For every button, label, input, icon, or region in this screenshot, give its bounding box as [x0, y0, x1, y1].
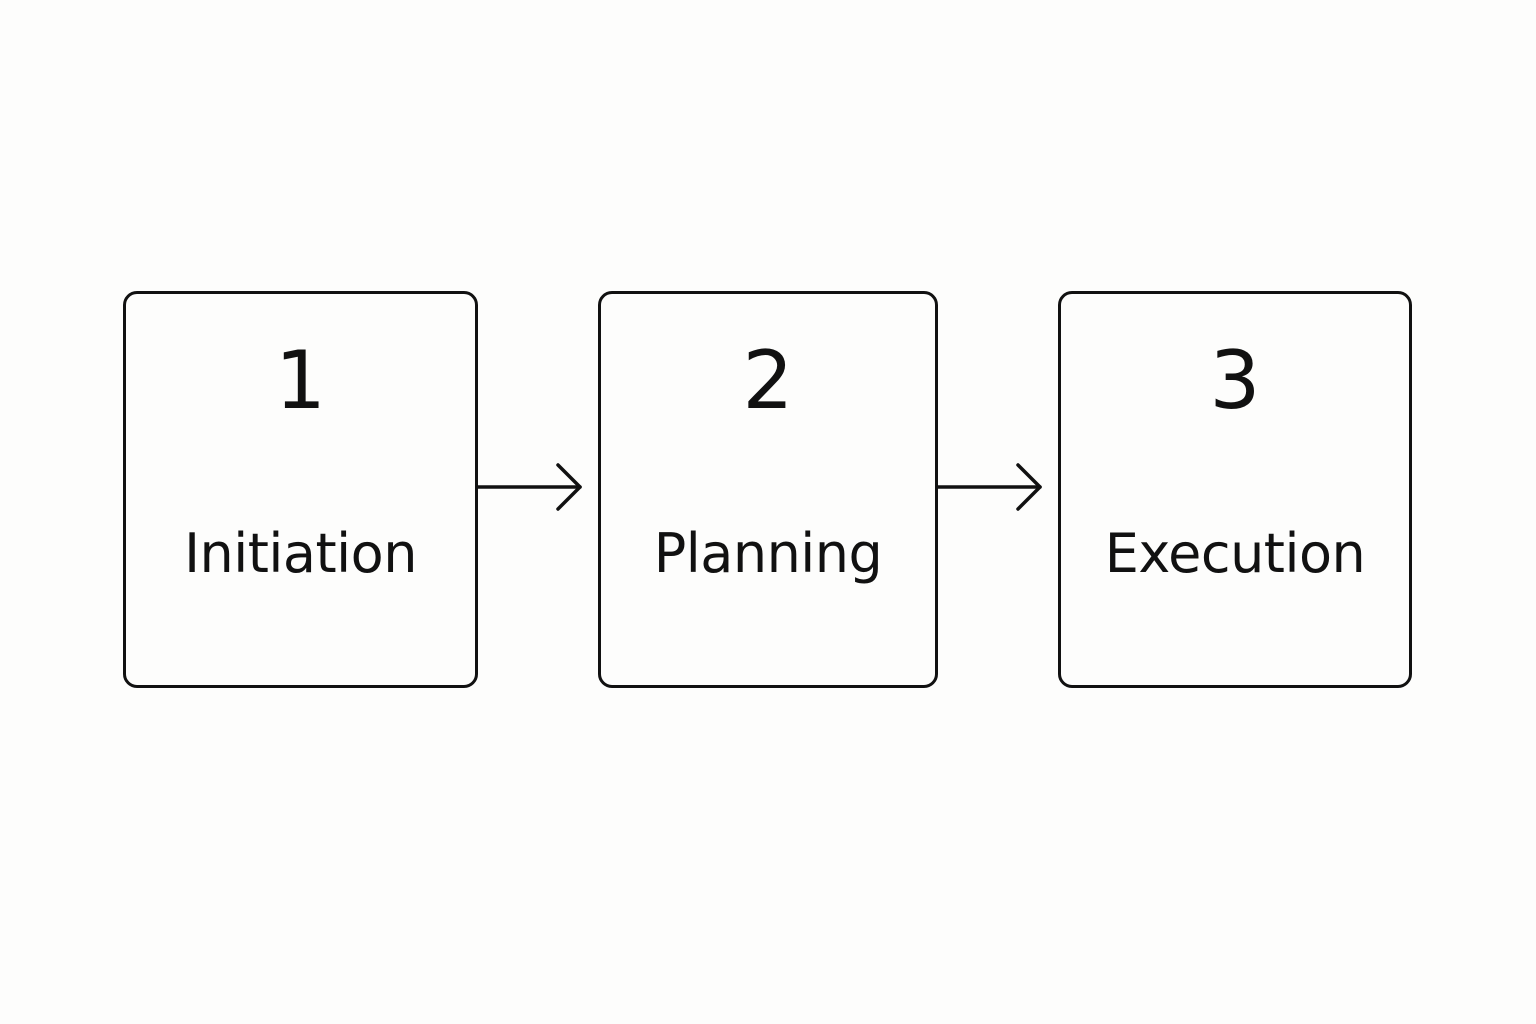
step-label: Planning	[653, 522, 883, 585]
step-label: Initiation	[184, 522, 417, 585]
step-number: 1	[275, 334, 326, 427]
arrow-right-icon	[476, 463, 582, 511]
arrow-right-icon	[936, 463, 1042, 511]
step-box-planning: 2 Planning	[598, 291, 938, 688]
step-box-execution: 3 Execution	[1058, 291, 1412, 688]
step-label: Execution	[1104, 522, 1366, 585]
step-number: 2	[742, 334, 794, 427]
step-box-initiation: 1 Initiation	[123, 291, 478, 688]
step-number: 3	[1209, 334, 1261, 427]
